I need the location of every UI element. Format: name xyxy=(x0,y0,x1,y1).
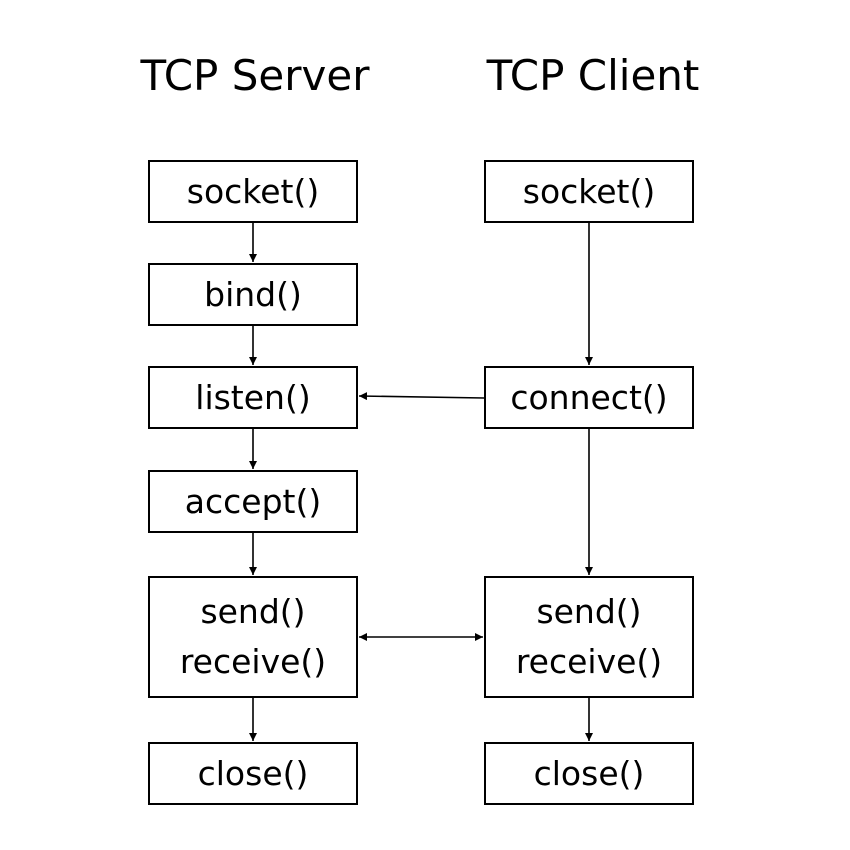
server-column-title: TCP Server xyxy=(140,51,370,100)
client-socket-box: socket() xyxy=(484,160,694,223)
server-send-receive-box: send() receive() xyxy=(148,576,358,698)
client-send-receive-box: send() receive() xyxy=(484,576,694,698)
server-listen-box: listen() xyxy=(148,366,358,429)
server-accept-box: accept() xyxy=(148,470,358,533)
server-bind-label: bind() xyxy=(204,274,302,314)
server-accept-label: accept() xyxy=(184,481,322,521)
client-receive-label: receive() xyxy=(515,642,663,681)
server-receive-label: receive() xyxy=(179,642,327,681)
server-bind-box: bind() xyxy=(148,263,358,326)
server-send-label: send() xyxy=(200,592,306,631)
client-connect-box: connect() xyxy=(484,366,694,429)
server-socket-label: socket() xyxy=(186,171,320,211)
client-socket-label: socket() xyxy=(522,171,656,211)
client-column-title: TCP Client xyxy=(486,51,700,100)
client-close-label: close() xyxy=(533,753,645,793)
server-close-box: close() xyxy=(148,742,358,805)
server-listen-label: listen() xyxy=(195,377,311,417)
arrow-connect-to-listen xyxy=(358,392,485,401)
server-close-label: close() xyxy=(197,753,309,793)
client-send-label: send() xyxy=(536,592,642,631)
client-connect-label: connect() xyxy=(510,377,668,417)
client-close-box: close() xyxy=(484,742,694,805)
server-socket-box: socket() xyxy=(148,160,358,223)
